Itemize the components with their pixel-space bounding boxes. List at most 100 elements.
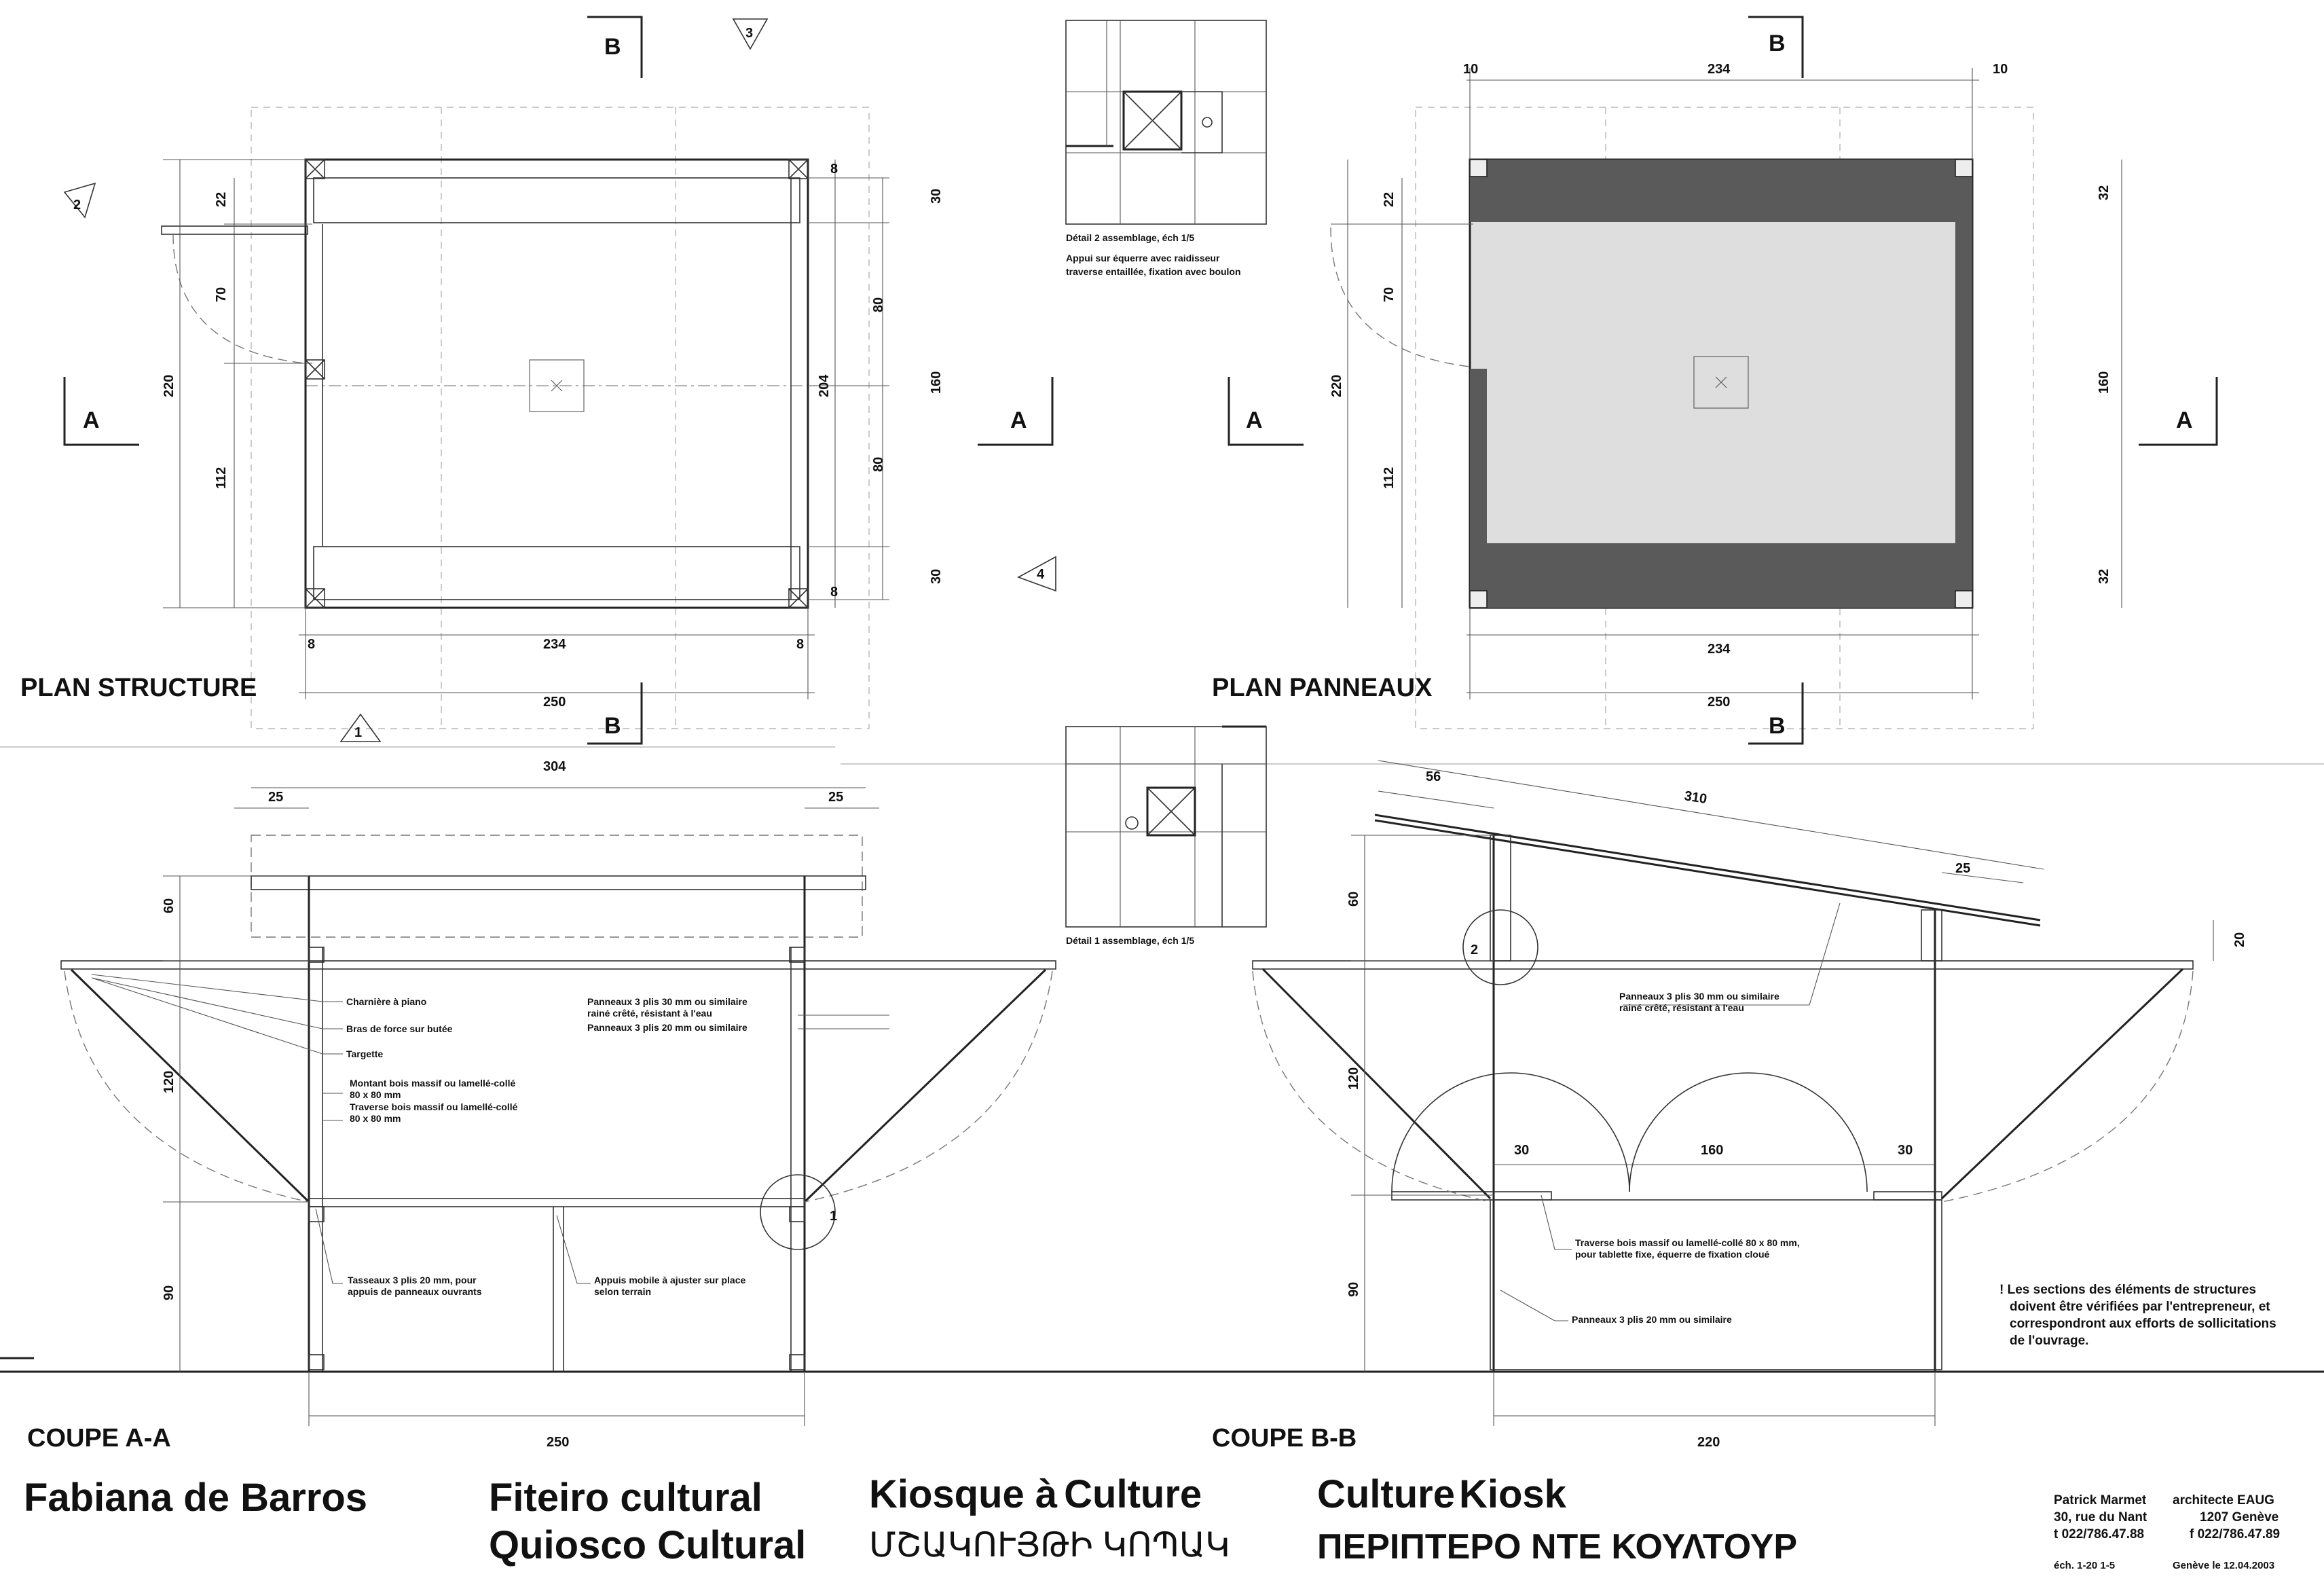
dim-pp-32a: 32: [2097, 185, 2111, 200]
dim-bb-30b: 30: [1898, 1143, 1913, 1158]
note-panneaux20: Panneaux 3 plis 20 mm ou similaire: [587, 1022, 748, 1033]
title-en-a: Culture: [1317, 1472, 1455, 1516]
dim-ps-22: 22: [214, 192, 229, 207]
dim-pp-250: 250: [1708, 695, 1730, 710]
plan-structure-title: PLAN STRUCTURE: [20, 674, 257, 702]
section-label-b-top: B: [604, 34, 621, 60]
plan-panneaux-title: PLAN PANNEAUX: [1212, 674, 1433, 702]
dim-ps-234: 234: [543, 637, 566, 652]
note-traverse2: 80 x 80 mm: [350, 1113, 401, 1124]
title-el: ΠΕΡΙΠΤΕΡΟ ΝΤΕ ΚΟΥΛΤΟΥΡ: [1317, 1527, 1797, 1567]
warning-line-3: correspondront aux efforts de sollicitat…: [2010, 1317, 2276, 1331]
plan-panneaux: [1228, 16, 2218, 745]
dim-pp-234b: 234: [1708, 642, 1731, 657]
dim-bb-310: 310: [1683, 788, 1708, 807]
title-es: Quiosco Cultural: [489, 1523, 806, 1567]
architect-tel: t 022/786.47.88: [2054, 1527, 2144, 1541]
note-panneaux30b: rainé crêté, résistant à l'eau: [587, 1008, 712, 1019]
dim-bb-25: 25: [1955, 861, 1970, 876]
coupe-aa: [0, 787, 2324, 1426]
note-traverse1: Traverse bois massif ou lamellé-collé: [350, 1101, 518, 1112]
dim-pp-160: 160: [2097, 371, 2111, 394]
drawing-date: Genève le 12.04.2003: [2173, 1560, 2274, 1571]
dim-bb-20: 20: [2232, 932, 2247, 947]
dim-bb-160: 160: [1701, 1143, 1723, 1158]
title-pt: Fiteiro cultural: [489, 1476, 762, 1520]
marker-3: 3: [745, 26, 753, 41]
note-panneaux30a: Panneaux 3 plis 30 mm ou similaire: [587, 996, 748, 1007]
detail2-title: Détail 2 assemblage, éch 1/5: [1066, 232, 1194, 243]
detail-2: [1065, 20, 1267, 225]
detail-marker-2: 2: [1471, 943, 1478, 957]
plan-structure: [63, 16, 1056, 745]
dim-bb-56: 56: [1426, 769, 1441, 784]
dim-ps-30a: 30: [929, 189, 944, 204]
marker-1: 1: [354, 725, 362, 740]
note-bb-traverse1: Traverse bois massif ou lamellé-collé 80…: [1575, 1237, 1800, 1248]
coupe-aa-title: COUPE A-A: [27, 1424, 171, 1453]
dim-pp-234: 234: [1708, 62, 1731, 77]
warning-line-4: de l'ouvrage.: [2010, 1334, 2088, 1348]
dim-bb-60: 60: [1346, 892, 1361, 907]
note-bb-panneaux30a: Panneaux 3 plis 30 mm ou similaire: [1619, 991, 1779, 1002]
dim-bb-30a: 30: [1514, 1143, 1529, 1158]
dim-ps-70: 70: [214, 287, 229, 302]
architect-fax: f 022/786.47.89: [2190, 1527, 2280, 1541]
note-montant1: Montant bois massif ou lamellé-collé: [350, 1078, 515, 1089]
dim-aa-60: 60: [162, 898, 177, 913]
dim-ps-204: 204: [817, 374, 832, 397]
coupe-bb-title: COUPE B-B: [1212, 1424, 1357, 1453]
detail-marker-1: 1: [830, 1209, 837, 1224]
dim-ps-8d: 8: [830, 585, 838, 600]
dim-ps-80a: 80: [871, 297, 886, 312]
dim-ps-80b: 80: [871, 457, 886, 472]
dim-ps-250: 250: [543, 695, 566, 710]
note-tasseaux1: Tasseaux 3 plis 20 mm, pour: [348, 1275, 477, 1285]
dim-aa-90: 90: [162, 1285, 177, 1300]
note-bb-traverse2: pour tablette fixe, équerre de fixation …: [1575, 1249, 1769, 1260]
note-bras: Bras de force sur butée: [346, 1023, 453, 1034]
detail2-note1: Appui sur équerre avec raidisseur: [1066, 253, 1220, 263]
dim-bb-90: 90: [1346, 1282, 1361, 1297]
dim-ps-30b: 30: [929, 569, 944, 584]
warning-line-2: doivent être vérifiées par l'entrepreneu…: [2010, 1300, 2270, 1314]
marker-2: 2: [73, 198, 81, 213]
dim-pp-32b: 32: [2097, 569, 2111, 584]
dim-aa-304: 304: [543, 759, 566, 774]
section-label-a-right: A: [1010, 407, 1027, 433]
artist-name: Fabiana de Barros: [24, 1476, 367, 1520]
note-bb-panneaux20: Panneaux 3 plis 20 mm ou similaire: [1572, 1314, 1732, 1325]
dim-pp-70: 70: [1382, 287, 1397, 302]
dim-ps-8a: 8: [308, 637, 315, 652]
section-label-a-left: A: [83, 407, 100, 433]
drawing-scale: éch. 1-20 1-5: [2054, 1560, 2115, 1571]
architect-title: architecte EAUG: [2173, 1493, 2274, 1508]
title-en-b: Kiosk: [1459, 1472, 1567, 1516]
marker-4: 4: [1037, 567, 1045, 582]
dim-ps-112: 112: [214, 467, 229, 489]
dim-bb-220: 220: [1697, 1435, 1720, 1450]
note-appuis2: selon terrain: [594, 1286, 651, 1297]
note-appuis1: Appuis mobile à ajuster sur place: [594, 1275, 746, 1285]
note-charniere: Charnière à piano: [346, 996, 426, 1007]
architect-street: 30, rue du Nant: [2054, 1510, 2147, 1524]
dim-bb-120: 120: [1346, 1067, 1361, 1090]
dim-pp-10b: 10: [1993, 62, 2008, 77]
dim-ps-160: 160: [929, 371, 944, 394]
architect-city: 1207 Genève: [2200, 1510, 2279, 1524]
section-label-a-left-2: A: [1246, 407, 1263, 433]
detail2-note2: traverse entaillée, fixation avec boulon: [1066, 266, 1241, 277]
section-label-b-bottom: B: [604, 713, 621, 739]
dim-aa-25a: 25: [268, 790, 283, 805]
note-montant2: 80 x 80 mm: [350, 1089, 401, 1100]
detail-1: [1065, 725, 1267, 928]
dim-ps-8b: 8: [796, 637, 804, 652]
dim-pp-112: 112: [1382, 467, 1397, 489]
dim-aa-25b: 25: [828, 790, 843, 805]
dim-pp-220: 220: [1329, 375, 1344, 397]
coupe-bb: [0, 760, 2214, 1426]
dim-pp-22: 22: [1382, 192, 1397, 207]
section-label-a-right-2: A: [2176, 407, 2193, 433]
warning-line-1: ! Les sections des éléments de structure…: [1999, 1283, 2256, 1297]
